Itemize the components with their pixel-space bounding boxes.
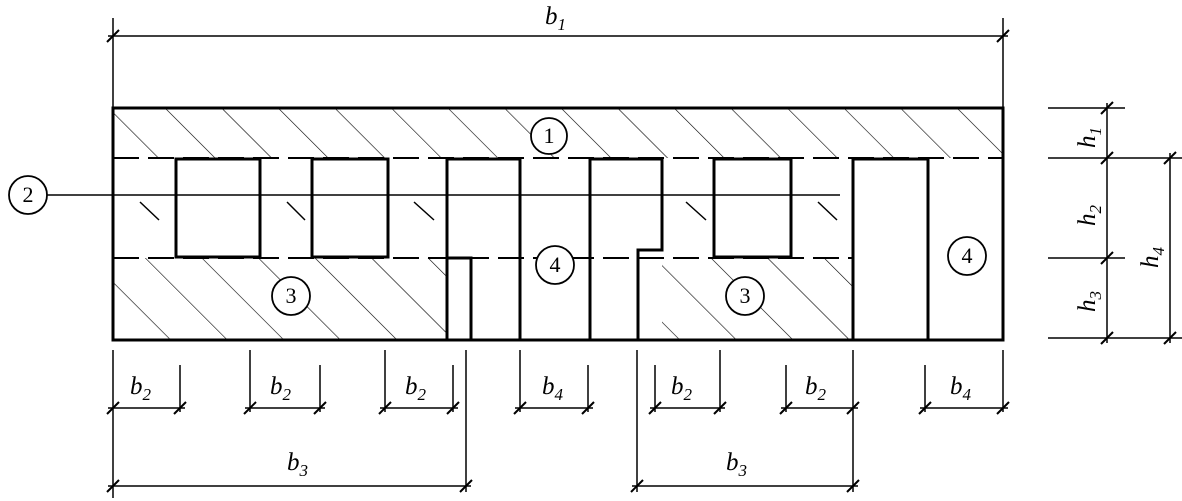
callout-circle-4-right: 4 <box>947 236 987 276</box>
right-extension-lines <box>1048 103 1182 343</box>
right-dimension-ticks <box>1100 101 1177 345</box>
hole-4-left <box>445 157 522 340</box>
label-b1: b1 <box>545 3 566 34</box>
svg-text:3: 3 <box>740 283 751 308</box>
label-h3: h3 <box>1074 291 1105 312</box>
hole-3 <box>712 157 793 259</box>
label-h1: h1 <box>1074 127 1105 148</box>
callout-circle-1: 1 <box>530 117 568 155</box>
hole-2 <box>310 157 390 259</box>
label-b4-2: b4 <box>950 373 972 404</box>
dimension-ticks-b3 <box>106 479 860 493</box>
label-b4-1: b4 <box>542 373 564 404</box>
bottom-extension-lines <box>112 350 1004 498</box>
hole-outlines <box>174 157 930 340</box>
dimension-ticks-small <box>106 401 1010 415</box>
svg-text:4: 4 <box>550 252 561 277</box>
section-outline <box>111 106 1005 342</box>
label-b2-5: b2 <box>805 373 827 404</box>
callout-circle-3-right: 3 <box>725 276 765 316</box>
label-h4: h4 <box>1137 247 1168 269</box>
dimension-b1 <box>106 18 1010 108</box>
callout-circle-3-left: 3 <box>271 276 311 316</box>
label-b3-left: b3 <box>287 449 308 480</box>
hole-5 <box>851 157 930 340</box>
hole-4-notch-left <box>447 256 473 340</box>
label-b3-right: b3 <box>726 449 747 480</box>
svg-text:1: 1 <box>544 123 555 148</box>
web-diagonal-ticks <box>139 201 838 221</box>
hole-1 <box>174 157 262 259</box>
callout-circle-2: 2 <box>8 175 48 215</box>
label-b2-3: b2 <box>405 373 427 404</box>
label-h2: h2 <box>1074 205 1105 227</box>
svg-text:4: 4 <box>962 243 973 268</box>
label-b2-4: b2 <box>671 373 693 404</box>
callout-circle-4-left: 4 <box>535 245 575 285</box>
svg-text:3: 3 <box>286 283 297 308</box>
label-b2-2: b2 <box>270 373 292 404</box>
label-b2-1: b2 <box>130 373 152 404</box>
hole-4-right <box>588 157 664 340</box>
svg-text:2: 2 <box>23 182 34 207</box>
